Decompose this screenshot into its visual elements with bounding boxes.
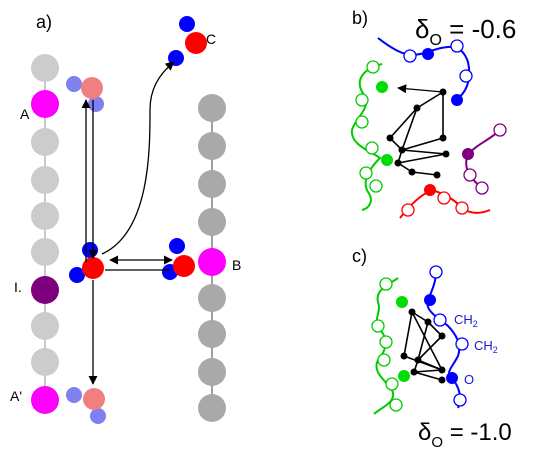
purple-residue (462, 123, 507, 195)
panel-a: a) A I. A' (10, 12, 241, 424)
molecule-near-a (66, 76, 104, 112)
green-strand (350, 63, 383, 211)
site-c-label: C (206, 31, 216, 47)
right-chain-atom (198, 320, 226, 348)
site-i-label: I. (14, 279, 22, 295)
right-chain-atom (198, 394, 226, 422)
molecule-c (168, 16, 207, 66)
panel-a-label: a) (36, 12, 52, 32)
left-chain-atom (31, 54, 59, 82)
panel-b-label: b) (352, 8, 368, 28)
blue-residue (403, 39, 473, 106)
right-chain-atom (198, 358, 226, 386)
right-chain-atom (198, 94, 226, 122)
green-residue-c (371, 277, 410, 412)
left-chain-atom (31, 128, 59, 156)
left-chain-atom (31, 238, 59, 266)
molecule-b (162, 238, 195, 280)
panel-b-molecule-atoms (386, 88, 450, 179)
panel-c-label: c) (352, 246, 367, 266)
red-residue (401, 184, 469, 217)
site-a-label: A (20, 106, 30, 122)
o-label: O (464, 372, 474, 387)
delta-b-symbol: δO = -0.6 (415, 14, 516, 49)
green-residue (355, 60, 393, 193)
left-chain (31, 54, 59, 414)
left-chain-atom (31, 348, 59, 376)
panel-c: c) (352, 246, 512, 451)
site-a-prime-label: A' (10, 388, 22, 404)
left-chain-atom (31, 312, 59, 340)
delta-c-symbol: δO = -1.0 (418, 419, 512, 451)
panel-c-molecule-atoms (400, 308, 446, 384)
site-i-atom (31, 276, 59, 304)
right-chain-atom (198, 132, 226, 160)
panel-b: b) δO = -0.6 (350, 8, 516, 219)
site-a-prime-atom (31, 386, 59, 414)
ch2-label-b: CH2 (474, 338, 498, 355)
right-chain-atom (198, 208, 226, 236)
arrow-curve-to-c (101, 61, 175, 255)
site-b-atom (198, 248, 226, 276)
right-chain-atom (198, 284, 226, 312)
panel-a-arrows (81, 61, 175, 385)
right-chain-atom (198, 170, 226, 198)
right-chain (198, 94, 226, 422)
site-a-atom (31, 90, 59, 118)
left-chain-atom (31, 166, 59, 194)
site-b-label: B (232, 257, 241, 273)
molecule-near-a-prime (66, 387, 106, 424)
ch2-label-a: CH2 (454, 312, 478, 329)
left-chain-atom (31, 202, 59, 230)
blue-residue-c (424, 265, 469, 407)
